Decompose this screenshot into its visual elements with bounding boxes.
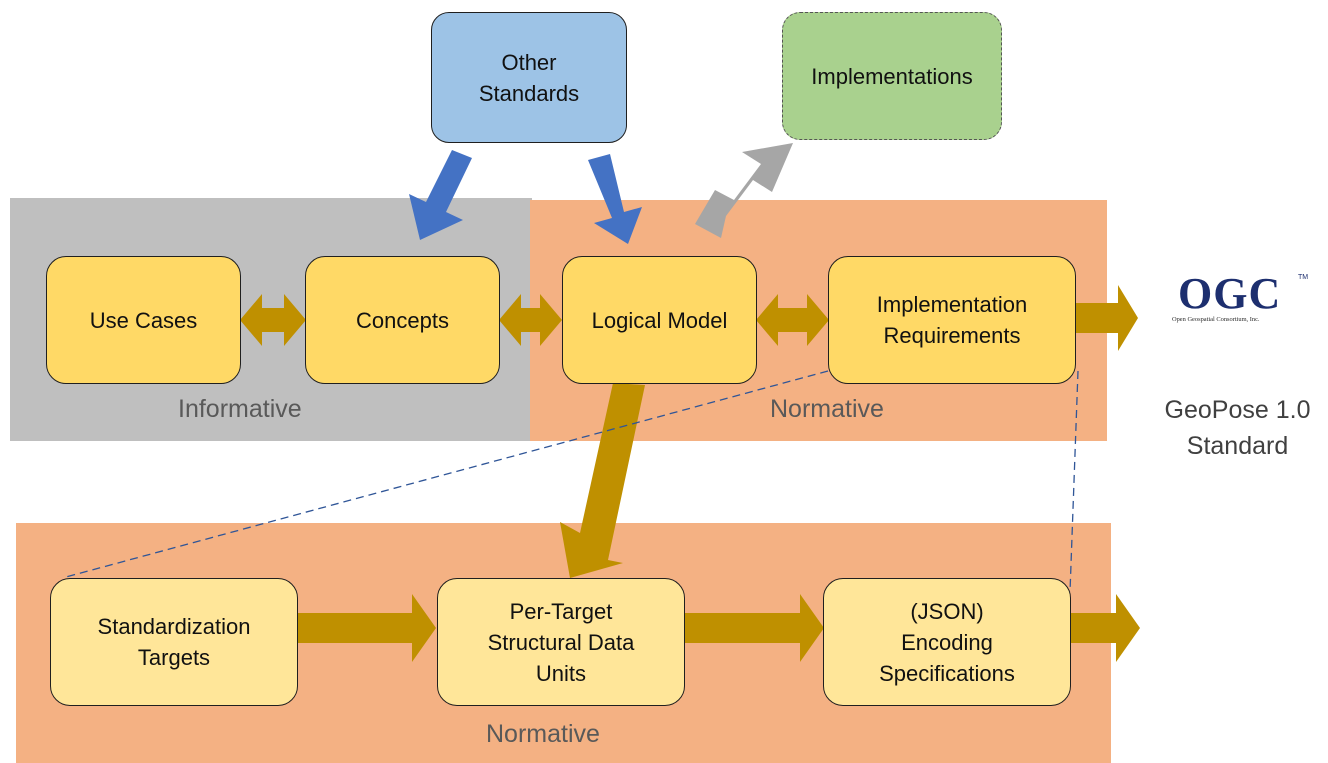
per-target-structural-data-units-box: Per-Target Structural Data Units — [437, 578, 685, 706]
arrow-per-target-to-encoding — [683, 594, 824, 662]
arrow-logical-model-requirements — [756, 294, 829, 346]
arrow-logical-model-implementations — [695, 143, 793, 238]
concepts-box: Concepts — [305, 256, 500, 384]
normative-label-top: Normative — [770, 395, 884, 423]
arrow-concepts-logical-model — [499, 294, 562, 346]
dashed-line-left — [65, 370, 829, 578]
ogc-logo-subtitle: Open Geospatial Consortium, Inc. — [1172, 316, 1260, 323]
dashed-line-right — [1069, 370, 1079, 593]
other-standards-box: Other Standards — [431, 12, 627, 143]
arrow-use-cases-concepts — [240, 294, 306, 346]
ogc-logo-text: OGC — [1178, 269, 1282, 318]
arrow-encoding-out — [1070, 594, 1140, 662]
ogc-logo-trademark: TM — [1298, 274, 1309, 281]
arrow-logical-model-to-per-target — [560, 383, 645, 578]
json-encoding-specifications-box: (JSON) Encoding Specifications — [823, 578, 1071, 706]
geopose-standard-label: GeoPose 1.0 Standard — [1164, 396, 1311, 460]
implementation-requirements-box: Implementation Requirements — [828, 256, 1076, 384]
arrow-requirements-to-ogc — [1075, 285, 1138, 351]
arrow-targets-to-per-target — [297, 594, 436, 662]
normative-label-bottom: Normative — [486, 720, 600, 748]
standardization-targets-box: Standardization Targets — [50, 578, 298, 706]
logical-model-box: Logical Model — [562, 256, 757, 384]
implementations-box: Implementations — [782, 12, 1002, 140]
informative-label: Informative — [178, 395, 302, 423]
arrow-other-standards-to-logical-model — [588, 154, 642, 244]
use-cases-box: Use Cases — [46, 256, 241, 384]
ogc-logo: OGC TM Open Geospatial Consortium, Inc. — [1172, 269, 1312, 324]
arrow-other-standards-to-concepts — [409, 150, 472, 240]
